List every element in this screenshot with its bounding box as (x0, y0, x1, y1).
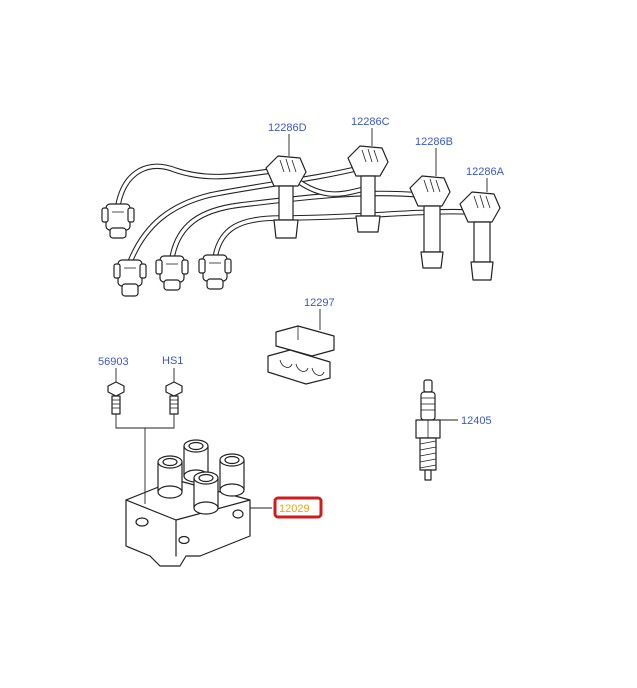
highlight-box (273, 496, 323, 519)
callout-12286b[interactable]: 12286B (415, 136, 453, 148)
callout-12297[interactable]: 12297 (304, 297, 335, 309)
callout-12286a[interactable]: 12286A (466, 166, 505, 178)
callout-12029[interactable]: 12029 (279, 503, 310, 515)
callout-12286c[interactable]: 12286C (351, 116, 390, 128)
bolt-56903[interactable] (107, 381, 125, 415)
callout-12029-highlight[interactable]: 12029 (273, 496, 323, 519)
callout-56903[interactable]: 56903 (98, 356, 129, 368)
ignition-wire-set[interactable] (101, 145, 501, 297)
ignition-wires (115, 163, 473, 265)
spark-plug[interactable] (415, 379, 441, 481)
coil-tower-2 (157, 455, 183, 499)
connector-12286b (409, 175, 451, 269)
connector-12286d (265, 155, 307, 239)
bolt-hs1[interactable] (165, 381, 183, 415)
plug-boot-2 (113, 259, 147, 297)
callout-12405[interactable]: 12405 (461, 415, 492, 427)
connector-12286a (459, 191, 501, 281)
wire-clip[interactable] (267, 325, 335, 385)
coil-tower-3 (219, 453, 245, 497)
plug-boot-4 (198, 254, 232, 290)
callout-hs1[interactable]: HS1 (162, 355, 183, 367)
callout-12286d[interactable]: 12286D (268, 122, 307, 134)
plug-boot-3 (155, 255, 189, 291)
ignition-coil[interactable] (125, 439, 251, 567)
connector-12286c (347, 145, 389, 233)
plug-boot-1 (101, 203, 135, 239)
coil-tower-4 (193, 471, 219, 515)
leader-lines (115, 128, 488, 509)
